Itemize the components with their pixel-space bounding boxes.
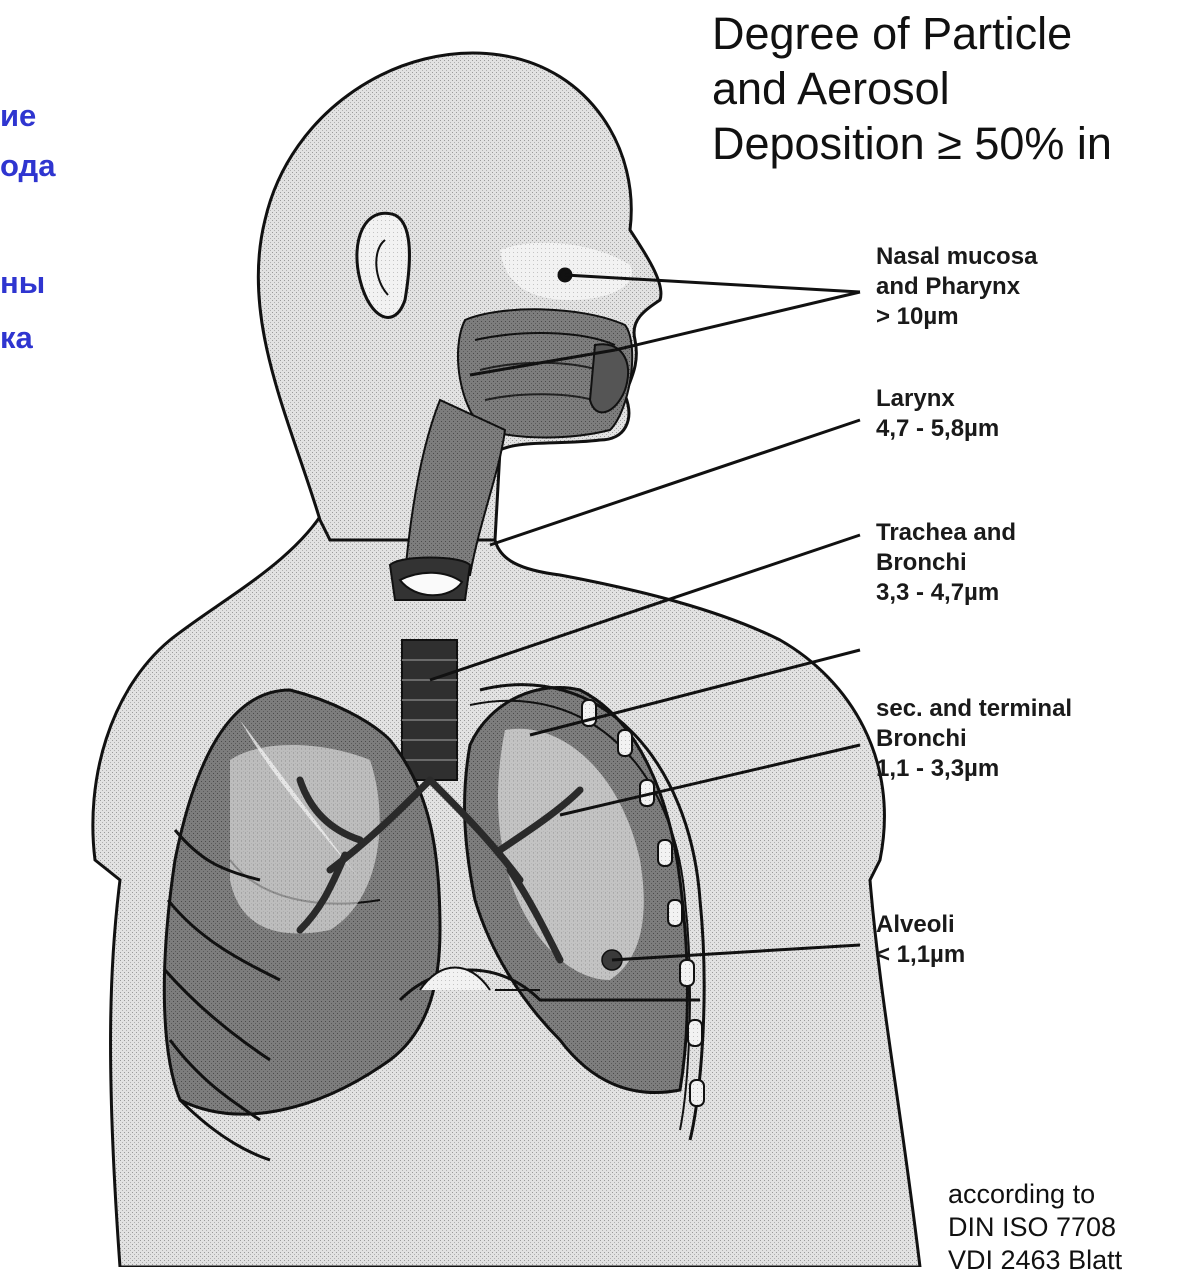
label-larynx-line-2: 4,7 - 5,8µm — [876, 414, 999, 444]
source-note: according to DIN ISO 7708 VDI 2463 Blatt — [948, 1178, 1122, 1277]
label-trachea-line-3: 3,3 - 4,7µm — [876, 578, 1016, 608]
label-terminal-bronchi: sec. and terminal Bronchi 1,1 - 3,3µm — [876, 694, 1072, 784]
label-terminal-line-2: Bronchi — [876, 724, 1072, 754]
side-text-line-2: ода — [0, 146, 55, 186]
label-trachea-line-1: Trachea and — [876, 518, 1016, 548]
label-alveoli: Alveoli < 1,1µm — [876, 910, 965, 970]
label-trachea-bronchi: Trachea and Bronchi 3,3 - 4,7µm — [876, 518, 1016, 608]
label-nasal-mucosa: Nasal mucosa and Pharynx > 10µm — [876, 242, 1037, 332]
label-larynx: Larynx 4,7 - 5,8µm — [876, 384, 999, 444]
label-terminal-line-3: 1,1 - 3,3µm — [876, 754, 1072, 784]
title-line-2: and Aerosol — [712, 61, 1112, 116]
label-larynx-line-1: Larynx — [876, 384, 999, 414]
label-nasal-line-3: > 10µm — [876, 302, 1037, 332]
source-note-line-1: according to — [948, 1178, 1122, 1211]
title-line-3: Deposition ≥ 50% in — [712, 116, 1112, 171]
side-text-line-3: ны — [0, 263, 45, 303]
label-trachea-line-2: Bronchi — [876, 548, 1016, 578]
title-line-1: Degree of Particle — [712, 6, 1112, 61]
label-nasal-line-1: Nasal mucosa — [876, 242, 1037, 272]
side-text-line-1: ие — [0, 96, 36, 136]
label-alveoli-line-2: < 1,1µm — [876, 940, 965, 970]
label-nasal-line-2: and Pharynx — [876, 272, 1037, 302]
source-note-line-2: DIN ISO 7708 — [948, 1211, 1122, 1244]
label-alveoli-line-1: Alveoli — [876, 910, 965, 940]
diagram-title: Degree of Particle and Aerosol Depositio… — [712, 6, 1112, 171]
side-text-line-4: ка — [0, 318, 33, 358]
label-terminal-line-1: sec. and terminal — [876, 694, 1072, 724]
source-note-line-3: VDI 2463 Blatt — [948, 1244, 1122, 1277]
